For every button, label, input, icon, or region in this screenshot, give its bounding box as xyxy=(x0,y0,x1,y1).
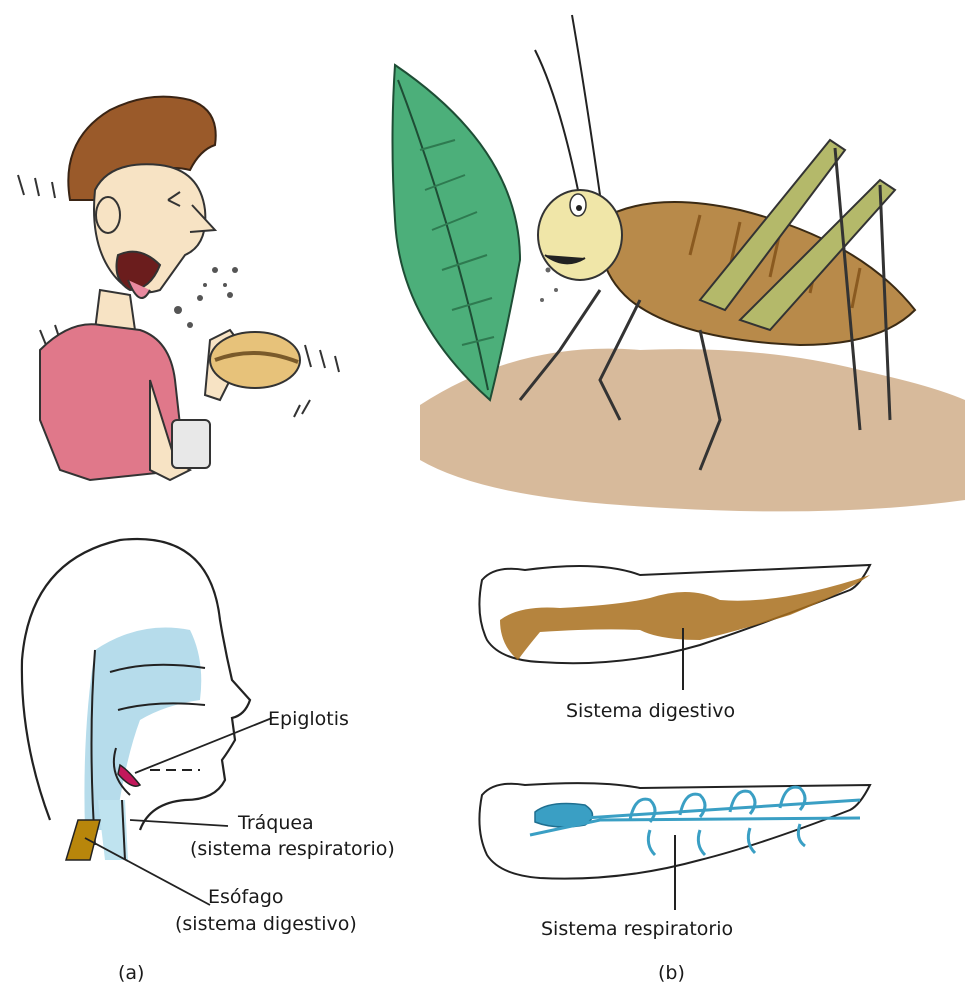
trachea-leader-line xyxy=(130,820,228,826)
digestive-system-label: Sistema digestivo xyxy=(566,700,735,723)
trachea-system-label: (sistema respiratorio) xyxy=(190,838,395,861)
choking-boy-illustration xyxy=(18,97,339,480)
panel-b-tag: (b) xyxy=(658,962,685,985)
grasshopper-illustration xyxy=(393,15,966,511)
respiratory-system-label: Sistema respiratorio xyxy=(541,918,733,941)
esophagus-system-label: (sistema digestivo) xyxy=(175,913,357,936)
trachea-label: Tráquea xyxy=(238,812,314,835)
esophagus-label: Esófago xyxy=(208,886,284,909)
grasshopper-digestive-diagram xyxy=(479,565,870,690)
epiglottis-leader-line xyxy=(135,718,272,773)
grasshopper-respiratory-diagram xyxy=(479,783,870,910)
panel-a-tag: (a) xyxy=(118,962,144,985)
epiglottis-label: Epiglotis xyxy=(268,708,349,731)
